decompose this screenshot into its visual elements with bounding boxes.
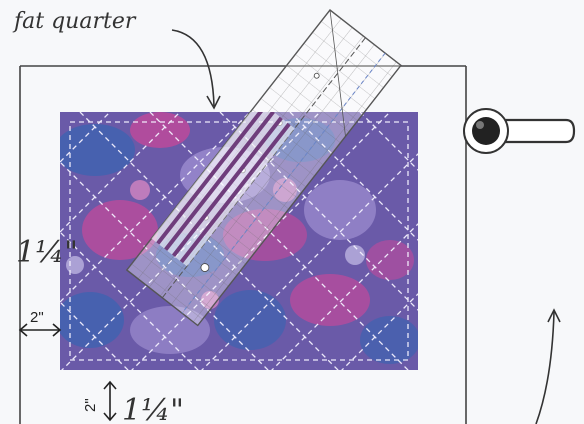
bottom-margin-arrow xyxy=(103,380,117,422)
bottom-quarter-label: 1¼" xyxy=(122,393,184,424)
fat-quarter-arrow xyxy=(171,29,215,107)
bottom-small-label: 2" xyxy=(82,398,99,412)
rotary-cutter-icon[interactable] xyxy=(463,108,576,154)
striped-cut-strip xyxy=(151,112,295,267)
ruler-pointer-arrow xyxy=(535,311,555,424)
left-margin-label: 2" xyxy=(30,309,44,326)
left-quarter-label: 1¼" xyxy=(16,235,78,270)
left-margin-arrow xyxy=(18,323,62,337)
fat-quarter-label: fat quarter xyxy=(12,9,137,34)
